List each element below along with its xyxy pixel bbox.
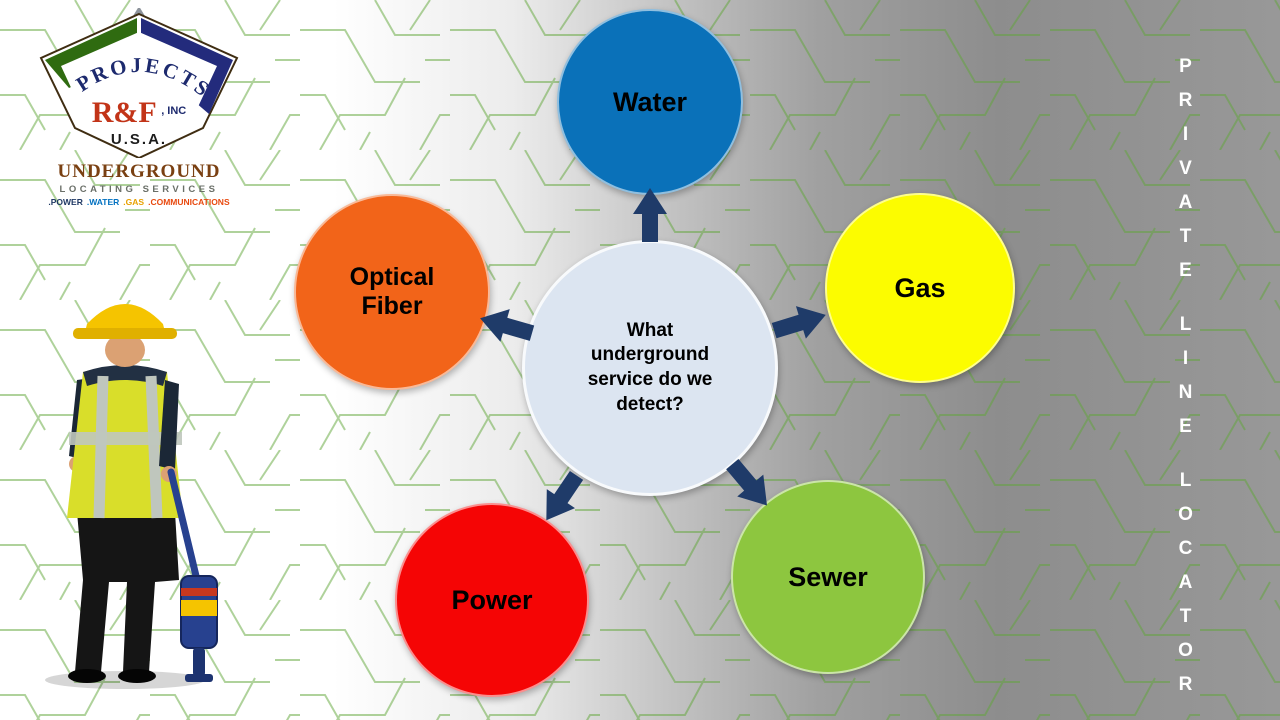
node-gas: Gas (825, 193, 1015, 383)
node-water-label: Water (612, 86, 687, 117)
logo-service-lines: .POWER .WATER .GAS .COMMUNICATIONS (33, 197, 245, 207)
logo-service-gas: .GAS (123, 197, 145, 207)
logo-company-suffix: , INC (161, 105, 186, 117)
logo-company-name: R&F (92, 96, 157, 129)
node-power-label: Power (451, 584, 533, 615)
worker-with-locator-photo (45, 304, 218, 689)
logo-service-communications: .COMMUNICATIONS (148, 197, 230, 207)
logo-service-power: .POWER (48, 197, 83, 207)
logo-country-text: U.S.A. (111, 131, 167, 148)
private-line-locator-label: PRIVATE LINE LOCATOR (1174, 56, 1196, 708)
center-question-circle: What underground service do we detect? (522, 240, 778, 496)
node-water: Water (557, 9, 743, 195)
logo-inner-field (61, 32, 217, 148)
node-sewer-label: Sewer (788, 561, 868, 592)
logo-badge: PROJECTS R&F , INC U.S.A. (39, 6, 239, 160)
company-logo: PROJECTS R&F , INC U.S.A. UNDERGROUND LO… (33, 6, 245, 207)
vertical-word-locator: LOCATOR (1175, 470, 1196, 708)
vertical-word-private: PRIVATE (1175, 56, 1196, 294)
logo-locating-services-text: LOCATING SERVICES (59, 184, 219, 195)
arrow-to-water-icon (633, 188, 667, 242)
node-optical-fiber-label: Optical Fiber (349, 263, 435, 320)
center-question-text: What underground service do we detect? (587, 319, 713, 415)
node-power: Power (395, 503, 589, 697)
vertical-word-line: LINE (1175, 314, 1196, 450)
arrow-to-gas-icon (769, 298, 831, 347)
logo-underground-text: UNDERGROUND (57, 161, 221, 182)
node-sewer: Sewer (731, 480, 925, 674)
svg-text:R&F , INC: R&F , INC (92, 96, 187, 129)
logo-service-water: .WATER (86, 197, 120, 207)
node-gas-label: Gas (894, 272, 946, 303)
node-optical-fiber: Optical Fiber (294, 194, 490, 390)
